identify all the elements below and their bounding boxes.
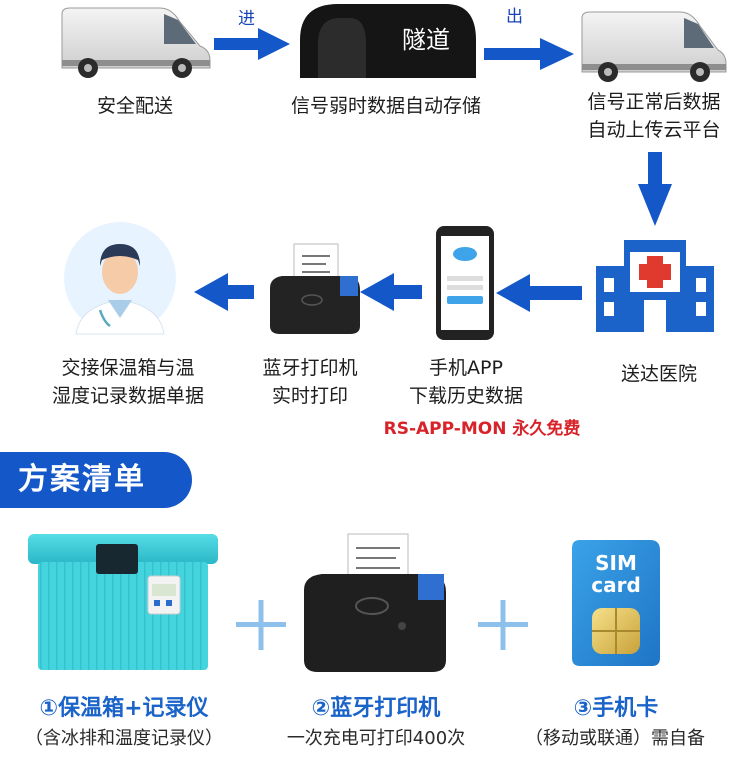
- product-desc-1: （含冰排和温度记录仪）: [25, 728, 223, 749]
- arrow-exit: [484, 38, 574, 70]
- sim-card-icon: [572, 540, 660, 666]
- arrow-enter: [214, 28, 290, 60]
- arrow-left-1: [496, 274, 582, 312]
- step-upload-line1: 信号正常后数据: [587, 91, 721, 113]
- printer-icon-small: [270, 243, 360, 334]
- product-name-2: ②蓝牙打印机: [311, 696, 441, 721]
- exit-label: 出: [506, 7, 523, 27]
- plus-icon-2: [478, 600, 528, 650]
- arrow-left-3: [194, 273, 254, 311]
- tunnel-icon: [300, 4, 476, 78]
- arrow-left-2: [360, 273, 422, 311]
- phone-icon: [436, 226, 494, 340]
- van-icon-right: [581, 11, 727, 82]
- product-desc-2: 一次充电可打印400次: [286, 728, 466, 749]
- printer-icon-large: [304, 533, 446, 672]
- step-upload-line2: 自动上传云平台: [587, 119, 721, 141]
- step-upload: 信号正常后数据 自动上传云平台: [566, 88, 742, 144]
- step-printer-line1: 蓝牙打印机: [262, 357, 358, 379]
- product-name-3: ③手机卡: [573, 696, 659, 721]
- sim-text-1: SIM: [595, 551, 637, 575]
- step-app-line1: 手机APP: [429, 357, 503, 379]
- step-safe-delivery: 安全配送: [96, 95, 173, 117]
- step-printer-line2: 实时打印: [271, 385, 348, 407]
- doctor-avatar-icon: [64, 222, 176, 335]
- step-handover-line2: 湿度记录数据单据: [51, 385, 204, 407]
- app-free-note: RS-APP-MON 永久免费: [383, 419, 581, 439]
- cooler-box-icon: [28, 534, 218, 670]
- step-handover-line1: 交接保温箱与温: [61, 357, 195, 379]
- plus-icon-1: [236, 600, 286, 650]
- arrow-down: [638, 152, 672, 226]
- sim-text-2: card: [591, 573, 641, 597]
- step-printer: 蓝牙打印机 实时打印: [244, 354, 376, 410]
- step-hospital: 送达医院: [620, 363, 697, 385]
- product-name-1: ①保温箱+记录仪: [39, 696, 209, 721]
- step-weak-signal: 信号弱时数据自动存储: [290, 95, 481, 117]
- van-icon-left: [61, 7, 211, 78]
- hospital-icon: [596, 240, 714, 332]
- sim-card-label: SIM card: [584, 552, 648, 596]
- step-handover: 交接保温箱与温 湿度记录数据单据: [36, 354, 220, 410]
- tunnel-label: 隧道: [402, 26, 450, 54]
- plan-title-banner: 方案清单: [0, 452, 192, 508]
- step-app-line2: 下载历史数据: [408, 385, 523, 407]
- enter-label: 进: [238, 9, 255, 29]
- step-app: 手机APP 下载历史数据: [386, 354, 546, 410]
- product-desc-3: （移动或联通）需自备: [525, 728, 705, 749]
